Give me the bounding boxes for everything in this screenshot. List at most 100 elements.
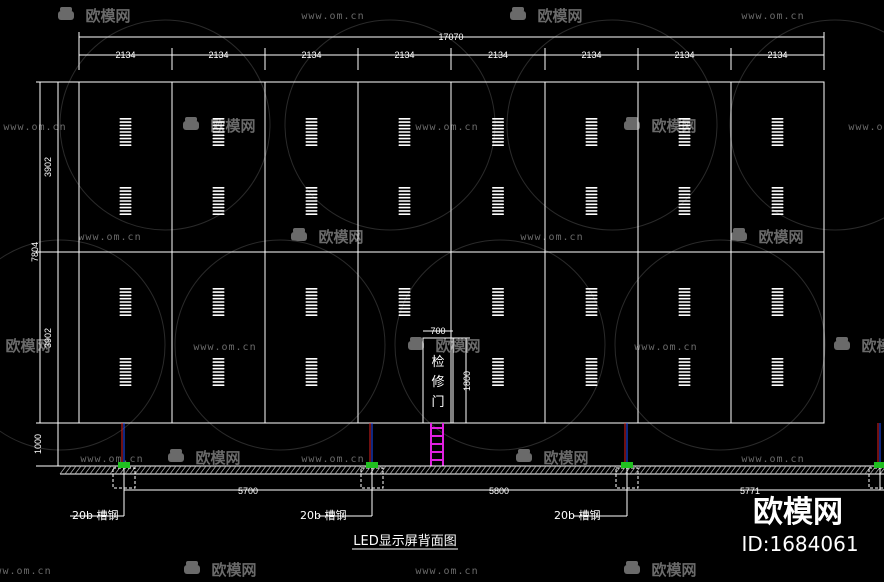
brand-id: ID:1684061: [741, 532, 858, 556]
steel-leaders: [70, 490, 628, 517]
watermark-logo: 欧模网: [731, 228, 804, 246]
vent-grille: [119, 288, 132, 316]
steel-footings: [112, 423, 884, 490]
vent-grille: [119, 118, 132, 146]
vent-grille: [398, 187, 411, 215]
vent-grille: [212, 187, 225, 215]
footing: [360, 423, 384, 490]
vent-grille: [771, 288, 784, 316]
svg-text:欧模网: 欧模网: [435, 337, 480, 355]
watermark-url: www.om.cn: [520, 232, 583, 243]
watermark-url: www.om.cn: [634, 342, 697, 353]
watermark-circle: [394, 239, 606, 451]
vent-grille: [771, 187, 784, 215]
dim-span-mid: 5800: [489, 486, 509, 496]
footing: [615, 423, 639, 490]
dim-height-upper: 3902: [43, 157, 53, 177]
dim-bay-width: 2134: [767, 50, 787, 60]
svg-text:欧模网: 欧模网: [543, 449, 588, 467]
steel-label-1: 20b 槽钢: [72, 509, 118, 522]
vent-grille: [771, 358, 784, 386]
watermark-logo: 欧模网: [516, 449, 589, 467]
watermark-logo: 欧模网: [5, 337, 50, 355]
vent-grille: [492, 358, 504, 386]
door-label-2: 修: [431, 375, 444, 390]
svg-text:欧模网: 欧模网: [758, 228, 803, 246]
brand-name: 欧模网: [753, 495, 843, 530]
vent-grille: [492, 118, 504, 146]
watermark-url: www.om.cn: [3, 122, 66, 133]
watermark-circle: [59, 19, 271, 231]
dim-height-total: 7804: [30, 242, 40, 262]
dim-bay-width: 2134: [208, 50, 228, 60]
vent-grille: [678, 358, 691, 386]
vent-grille: [585, 118, 598, 146]
ground-line: [59, 465, 884, 475]
vent-grille: [119, 187, 132, 215]
vent-modules: [119, 118, 784, 386]
vent-grille: [678, 187, 691, 215]
vent-grille: [212, 118, 225, 146]
watermark-url: www.om.cn: [301, 454, 364, 465]
steel-label-3: 20b 槽钢: [554, 509, 600, 522]
svg-text:欧模网: 欧模网: [211, 561, 256, 579]
vent-grille: [585, 288, 598, 316]
vent-grille: [212, 288, 225, 316]
door-label-1: 检: [431, 355, 444, 370]
drawing-title: LED显示屏背面图: [353, 534, 456, 549]
watermark-circle: [174, 239, 386, 451]
watermark-logo: 欧模网: [624, 561, 697, 579]
svg-text:欧模网: 欧模网: [195, 449, 240, 467]
vent-grille: [678, 118, 691, 146]
dim-bay-width: 2134: [581, 50, 601, 60]
vent-grille: [492, 288, 504, 316]
watermark-url: www.om.cn: [301, 11, 364, 22]
watermark-url: www.om.cn: [741, 11, 804, 22]
svg-text:欧模网: 欧模网: [318, 228, 363, 246]
vent-grille: [305, 187, 318, 215]
left-dimension: [36, 81, 79, 467]
watermark-logo: 欧模网: [510, 7, 583, 25]
watermark-logo: 欧模网: [834, 337, 884, 355]
watermark-url: www.om.cn: [0, 566, 52, 577]
dim-height-lower: 3902: [43, 328, 53, 348]
footing: [112, 423, 136, 490]
watermark-logo: 欧模网: [291, 228, 364, 246]
dim-bay-width: 2134: [674, 50, 694, 60]
vent-grille: [398, 288, 411, 316]
vent-grille: [305, 358, 318, 386]
watermark-url: www.om.cn: [80, 454, 143, 465]
watermark-url: www.om.cn: [848, 122, 884, 133]
steel-label-2: 20b 槽钢: [300, 509, 346, 522]
dim-span-right: 5771: [740, 486, 760, 496]
vent-grille: [305, 118, 318, 146]
svg-text:欧模网: 欧模网: [861, 337, 884, 355]
svg-text:欧模网: 欧模网: [5, 337, 50, 355]
watermark-url: www.om.cn: [78, 232, 141, 243]
vent-grille: [398, 118, 411, 146]
svg-text:欧模网: 欧模网: [537, 7, 582, 25]
vent-grille: [119, 358, 132, 386]
svg-text:欧模网: 欧模网: [651, 561, 696, 579]
dim-bay-width: 2134: [488, 50, 508, 60]
watermark-circle: [0, 239, 166, 451]
dim-bay-width: 2134: [115, 50, 135, 60]
door-label-3: 门: [431, 395, 444, 410]
vent-grille: [585, 358, 598, 386]
maintenance-ladder: [430, 423, 444, 466]
vent-grille: [678, 288, 691, 316]
watermark-url: www.om.cn: [193, 342, 256, 353]
watermark-logo: 欧模网: [58, 7, 131, 25]
watermark-logo: 欧模网: [408, 337, 481, 355]
watermark-logo: 欧模网: [184, 561, 257, 579]
dim-door-height: 1800: [462, 371, 472, 391]
watermark-url: www.om.cn: [741, 454, 804, 465]
watermark-circle: [614, 239, 826, 451]
watermark-circle: [729, 19, 884, 231]
dim-total-width: 17070: [438, 32, 463, 42]
dim-bay-width: 2134: [301, 50, 321, 60]
svg-text:欧模网: 欧模网: [85, 7, 130, 25]
footing: [868, 423, 884, 490]
